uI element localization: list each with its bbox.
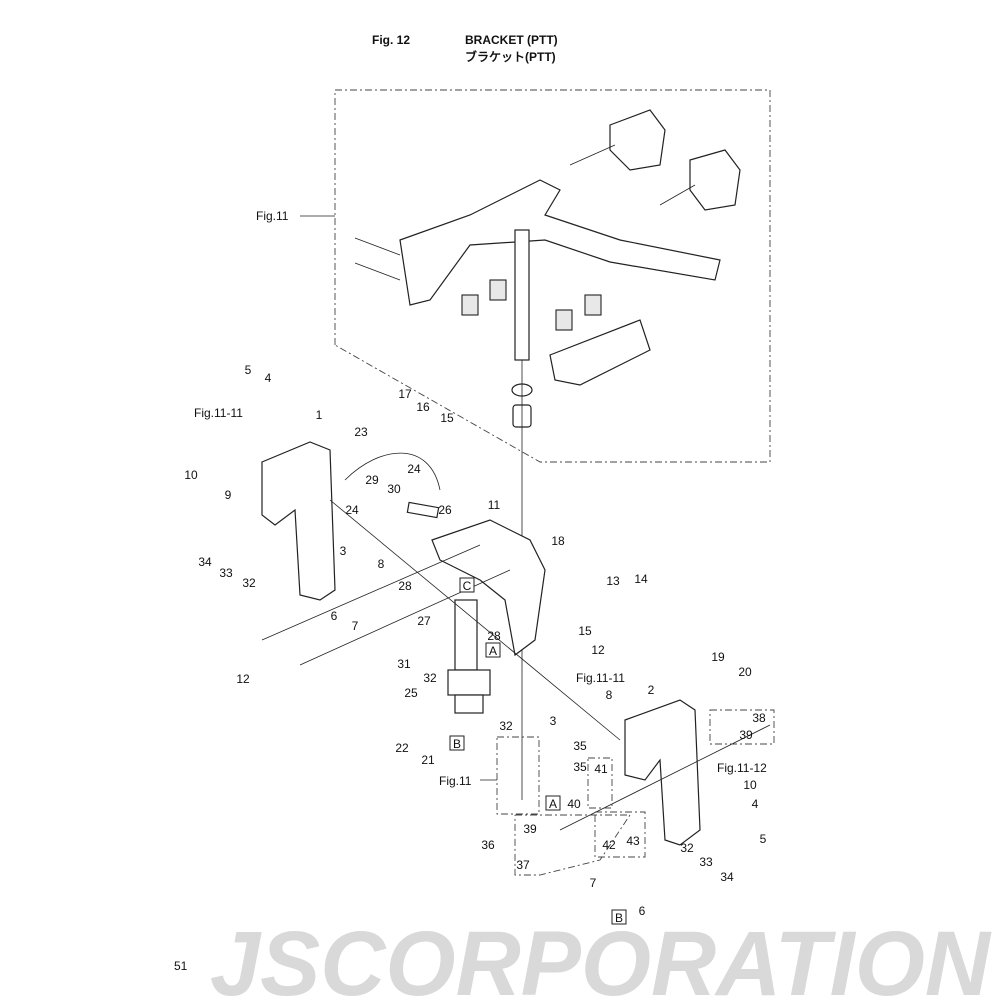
callout: 43 bbox=[626, 834, 640, 848]
callout: 24 bbox=[345, 503, 359, 517]
callout: 4 bbox=[265, 371, 272, 385]
bracket-left bbox=[261, 441, 336, 601]
svg-text:C: C bbox=[463, 579, 472, 593]
callout: 8 bbox=[378, 557, 385, 571]
callout: 24 bbox=[407, 462, 421, 476]
ground-cable bbox=[344, 452, 441, 491]
callout: 17 bbox=[398, 387, 412, 401]
group-38-39 bbox=[709, 709, 775, 745]
callout: 2 bbox=[648, 683, 655, 697]
svg-text:B: B bbox=[453, 737, 461, 751]
callout: 5 bbox=[245, 363, 252, 377]
callout: 7 bbox=[352, 619, 359, 633]
callout: 13 bbox=[606, 574, 620, 588]
callout: 36 bbox=[481, 838, 495, 852]
callout: 12 bbox=[236, 672, 250, 686]
callout: 26 bbox=[438, 503, 452, 517]
callout: 28 bbox=[398, 579, 412, 593]
callout: 11 bbox=[488, 498, 501, 512]
callout: 6 bbox=[331, 609, 338, 623]
callout: 22 bbox=[395, 741, 409, 755]
callout: 4 bbox=[752, 797, 759, 811]
callout: 15 bbox=[578, 624, 592, 638]
callout: 14 bbox=[634, 572, 648, 586]
callout: 18 bbox=[551, 534, 565, 548]
callout: 42 bbox=[602, 838, 616, 852]
box-b-left: B bbox=[449, 735, 465, 751]
watermark: JSCORPORATION bbox=[210, 913, 993, 1000]
callout: 38 bbox=[752, 711, 766, 725]
callout: 30 bbox=[387, 482, 401, 496]
callout: 33 bbox=[219, 566, 233, 580]
title-english: BRACKET (PTT) bbox=[465, 33, 558, 47]
title-japanese: ブラケット(PTT) bbox=[465, 49, 556, 64]
callout: 3 bbox=[550, 714, 557, 728]
callout: 9 bbox=[225, 488, 232, 502]
callout: 10 bbox=[743, 778, 757, 792]
callout: 32 bbox=[423, 671, 437, 685]
callout: 40 bbox=[567, 797, 581, 811]
fig11-parts-group bbox=[496, 736, 540, 815]
svg-text:A: A bbox=[549, 797, 557, 811]
callout: 25 bbox=[404, 686, 418, 700]
ptt-unit bbox=[447, 599, 491, 714]
callouts: 5 4 1 10 9 17 16 15 23 29 30 24 24 26 11… bbox=[184, 363, 766, 918]
box-a-upper: A bbox=[485, 642, 501, 658]
callout: 1 bbox=[316, 408, 323, 422]
group-36 bbox=[514, 814, 631, 876]
callout: 28 bbox=[487, 629, 501, 643]
callout: 21 bbox=[421, 753, 435, 767]
callout: 3 bbox=[340, 544, 347, 558]
callout: 6 bbox=[639, 904, 646, 918]
callout: 10 bbox=[184, 468, 198, 482]
figure-number: Fig. 12 bbox=[372, 33, 410, 47]
callout: 32 bbox=[680, 841, 694, 855]
callout: 19 bbox=[711, 650, 725, 664]
fig11-ref: Fig.11 bbox=[256, 209, 289, 223]
callout: 23 bbox=[354, 425, 368, 439]
callout: 39 bbox=[739, 728, 753, 742]
callout: 33 bbox=[699, 855, 713, 869]
callout: 8 bbox=[606, 688, 613, 702]
bracket-right bbox=[624, 699, 701, 846]
group-42-43 bbox=[594, 811, 646, 858]
callout: 5 bbox=[760, 832, 767, 846]
shaft bbox=[406, 501, 440, 519]
callout: 34 bbox=[198, 555, 212, 569]
callout: 12 bbox=[591, 643, 605, 657]
callout: 35 bbox=[573, 739, 587, 753]
fig11-11-ref-left: Fig.11-11 bbox=[194, 406, 243, 420]
callout: 27 bbox=[417, 614, 431, 628]
callout: 34 bbox=[720, 870, 734, 884]
callout: 32 bbox=[242, 576, 256, 590]
callout: 20 bbox=[738, 665, 752, 679]
callout: 35 bbox=[573, 760, 587, 774]
svg-text:A: A bbox=[489, 644, 497, 658]
callout: 29 bbox=[365, 473, 379, 487]
fig11-ref-lower: Fig.11 bbox=[439, 774, 472, 788]
group-41 bbox=[587, 757, 613, 809]
box-b-right: B bbox=[611, 909, 627, 925]
callout: 15 bbox=[440, 411, 454, 425]
callout: 16 bbox=[416, 400, 430, 414]
callout: 31 bbox=[397, 657, 411, 671]
callout: 7 bbox=[590, 876, 597, 890]
page-number: 51 bbox=[174, 959, 188, 973]
box-c: C bbox=[459, 577, 475, 593]
callout: 32 bbox=[499, 719, 513, 733]
fig11-region: Fig.11 bbox=[256, 89, 771, 800]
svg-text:B: B bbox=[615, 911, 623, 925]
fig11-11-ref-right: Fig.11-11 bbox=[576, 671, 625, 685]
fig11-12-ref: Fig.11-12 bbox=[717, 761, 767, 775]
callout: 39 bbox=[523, 822, 537, 836]
callout: 37 bbox=[516, 858, 530, 872]
box-a-lower: A bbox=[545, 795, 561, 811]
callout: 41 bbox=[594, 762, 608, 776]
